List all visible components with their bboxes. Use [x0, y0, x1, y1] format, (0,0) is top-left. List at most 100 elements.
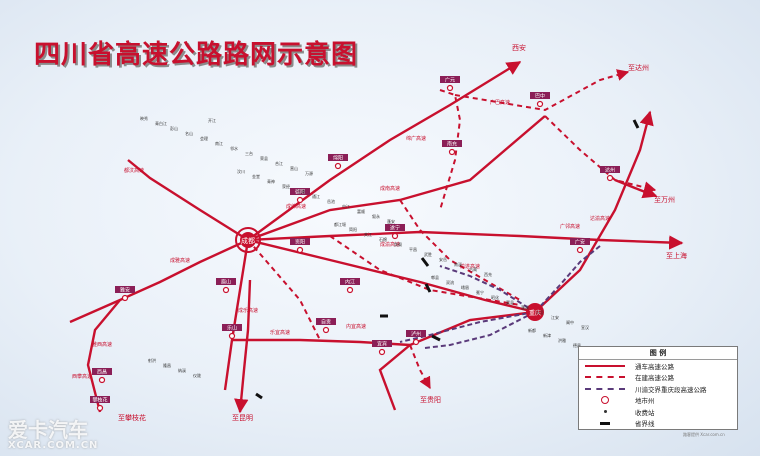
town-label: 古蔺 — [469, 266, 477, 272]
route-label: 都汶高速 — [124, 167, 144, 174]
route-label: 成渝高速 — [380, 241, 400, 248]
road-guangyuan-bazhong — [439, 89, 462, 211]
prefecture-dot — [121, 294, 129, 302]
town-label: 宣汉 — [581, 324, 589, 330]
route-label: 雅西高速 — [92, 341, 112, 348]
watermark-cn: 爱卡汽车 — [8, 418, 88, 442]
road-luzhou-kunming — [409, 344, 431, 390]
toll-symbol — [603, 410, 607, 414]
town-label: 平昌 — [409, 247, 417, 252]
prefecture-label[interactable]: 攀枝花 — [92, 397, 107, 404]
route-label: 达渝高速 — [590, 215, 610, 222]
prefecture-label[interactable]: 广安 — [575, 239, 585, 246]
town-label: 岳池 — [327, 198, 335, 204]
road-chongqing-south — [378, 310, 536, 411]
town-label: 合江 — [275, 160, 283, 166]
prefecture-label[interactable]: 雅安 — [120, 287, 130, 294]
town-label: 简阳 — [349, 226, 357, 232]
road-chengdu-xipan — [234, 279, 252, 414]
town-label: 开江 — [208, 117, 216, 123]
prefecture-label[interactable]: 内江 — [345, 279, 355, 286]
open-expressways — [69, 60, 684, 414]
road-cq-luzhou — [399, 311, 536, 343]
prefecture-dot — [346, 286, 354, 294]
legend-row-open: 通车高速公路 — [579, 360, 737, 372]
town-label: 彭山 — [170, 125, 178, 131]
legend-panel: 图 例 通车高速公路 在建高速公路 川渝交界重庆段高速公路 地市州 收费站 省界… — [578, 346, 738, 430]
chengdu-label: 成都 — [241, 236, 255, 245]
construction-road-symbol — [585, 376, 625, 379]
prefecture-label[interactable]: 南充 — [447, 141, 457, 148]
road-suining-chongqing — [329, 235, 521, 306]
prefecture-label-bg — [442, 140, 462, 147]
map-title: 四川省高速公路路网示意图 — [34, 40, 359, 70]
route-label: 成雅高速 — [170, 257, 190, 264]
town-label: 汶川 — [237, 168, 245, 174]
prefecture-label-bg — [222, 324, 242, 331]
prefecture-label[interactable]: 达州 — [605, 167, 615, 174]
prefecture-dot — [222, 286, 230, 294]
prefecture-dot — [448, 148, 456, 156]
prefecture-label-bg — [290, 188, 310, 195]
town-label: 荥经 — [282, 183, 290, 189]
prefecture-label[interactable]: 乐山 — [227, 325, 237, 332]
town-label: 射洪 — [148, 357, 156, 363]
prefecture-dot — [322, 326, 330, 334]
town-labels: 映秀汶川都江堰郫县新都青白江金堂简阳双流新津彭山青神夹江峨眉洪雅名山荥经石棉冕宁… — [140, 115, 611, 378]
town-label: 新都 — [528, 327, 536, 333]
prefecture-label[interactable]: 眉山 — [221, 279, 231, 286]
route-label: 渝遂高速 — [460, 263, 480, 270]
route-label: 成绵高速 — [286, 203, 306, 210]
road-chengdu-leshan — [223, 239, 250, 391]
town-label: 通江 — [312, 193, 320, 199]
prefecture-label[interactable]: 巴中 — [535, 93, 545, 100]
town-label: 金堂 — [252, 173, 260, 179]
town-label: 洪雅 — [558, 337, 566, 343]
prefecture-label-bg — [385, 224, 405, 231]
legend-label: 在建高速公路 — [635, 374, 674, 383]
prefecture-label[interactable]: 广元 — [445, 77, 455, 84]
prefecture-label[interactable]: 泸州 — [411, 331, 421, 338]
town-label: 万源 — [305, 170, 313, 176]
prefecture-dot — [606, 174, 614, 182]
dest-shanghai: 至上海 — [666, 251, 687, 260]
city-hub-chengdu[interactable]: 成都 — [235, 227, 261, 253]
town-label: 青神 — [267, 178, 275, 184]
credit-text: 路客提供 Xcar.com.cn — [683, 432, 725, 437]
prefecture-label[interactable]: 自贡 — [321, 319, 331, 326]
prefecture-city-markers — [96, 84, 614, 412]
town-label: 石棉 — [379, 236, 387, 242]
destination-labels: 西安 至达州 至万州 至上海 至昆明 至贵阳 至攀枝花 — [118, 43, 687, 422]
chongqing-label: 重庆 — [529, 309, 541, 317]
road-chengdu-zigong — [247, 239, 321, 341]
prefecture-label[interactable]: 资阳 — [295, 239, 305, 246]
prefecture-dot — [334, 162, 342, 170]
city-hub-chongqing[interactable]: 重庆 — [526, 303, 544, 321]
town-label: 德昌 — [573, 342, 581, 348]
prefecture-label[interactable]: 德阳 — [295, 189, 305, 196]
prefecture-label[interactable]: 西昌 — [97, 370, 107, 376]
prefecture-label-bg — [316, 318, 336, 325]
prefecture-dot — [391, 232, 399, 240]
dest-panzhihua: 至攀枝花 — [118, 413, 146, 422]
prefecture-label-bg — [115, 286, 135, 293]
town-label: 武胜 — [424, 251, 432, 257]
road-dazhou-wanzhou — [614, 178, 658, 199]
prefecture-label[interactable]: 遂宁 — [390, 225, 400, 232]
prefecture-label[interactable]: 绵阳 — [333, 155, 343, 162]
town-label: 江安 — [551, 314, 559, 320]
town-label: 剑阁 — [394, 241, 402, 247]
dest-xian: 西安 — [512, 43, 526, 52]
town-label: 三台 — [245, 150, 253, 156]
prefecture-label-bg — [530, 92, 550, 99]
prefecture-label[interactable]: 宜宾 — [377, 341, 387, 348]
town-label: 荣县 — [260, 155, 268, 161]
road-chengdu-chongqing — [247, 238, 536, 314]
legend-title: 图 例 — [579, 347, 737, 360]
legend-row-interprovincial: 川渝交界重庆段高速公路 — [579, 383, 737, 395]
border-symbol — [600, 421, 610, 425]
town-label: 映秀 — [140, 115, 148, 121]
interprovincial-road-symbol — [585, 387, 625, 390]
road-chengdu-wenchuan — [127, 159, 249, 242]
